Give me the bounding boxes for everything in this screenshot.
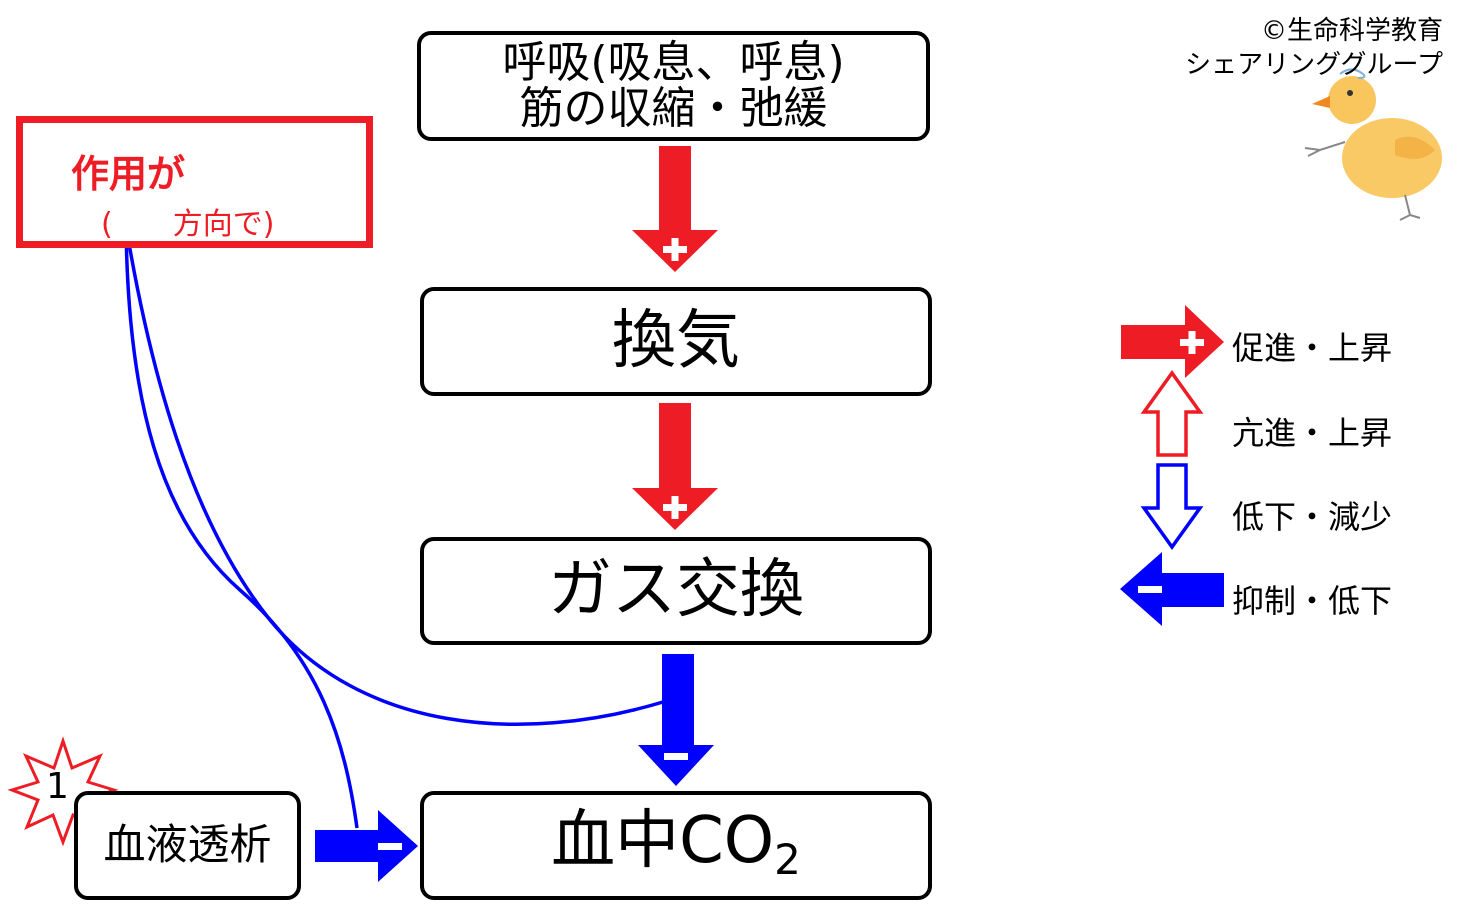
ventilation-label: 換気 xyxy=(612,303,740,378)
effect-direction-box: 作用が ( 方向で) xyxy=(16,116,373,248)
legend-label-decrease: 低下・減少 xyxy=(1232,498,1393,536)
blood-co2-box: 血中CO2 xyxy=(420,791,932,900)
chick-mascot-icon xyxy=(1304,68,1442,221)
dialysis-label: 血液透析 xyxy=(103,820,272,870)
feedback-curve-dialysis xyxy=(124,225,359,829)
promote-arrow-1 xyxy=(632,146,718,272)
red-filled-right-arrow-plus-icon xyxy=(1121,305,1224,378)
ventilation-box: 換気 xyxy=(420,287,932,396)
blue-outline-down-arrow-icon xyxy=(1140,463,1204,551)
copyright-line2: シェアリンググループ xyxy=(1185,50,1443,80)
gas-exchange-box: ガス交換 xyxy=(420,537,932,645)
legend-label-promote: 促進・上昇 xyxy=(1232,329,1393,367)
respiration-line1: 呼吸(吸息、呼息) xyxy=(502,36,845,88)
respiration-box: 呼吸(吸息、呼息) 筋の収縮・弛緩 xyxy=(417,31,930,141)
marker-number: 1 xyxy=(46,766,69,807)
blood-co2-subscript: 2 xyxy=(774,835,801,885)
copyright-line1: ©生命科学教育 xyxy=(1260,16,1443,46)
blood-co2-main: 血中CO xyxy=(551,804,775,879)
gas-exchange-label: ガス交換 xyxy=(548,553,804,628)
suppress-arrow-gas-exchange xyxy=(638,654,714,786)
blood-co2-label: 血中CO2 xyxy=(551,808,801,882)
suppress-arrow-dialysis xyxy=(315,810,418,882)
blue-filled-left-arrow-minus-icon xyxy=(1120,552,1224,626)
red-outline-up-arrow-icon xyxy=(1140,369,1204,457)
promote-arrow-2 xyxy=(632,403,718,530)
effect-subtitle: ( 方向で) xyxy=(101,207,275,242)
legend-label-enhance: 亢進・上昇 xyxy=(1232,414,1393,452)
respiration-line2: 筋の収縮・弛緩 xyxy=(519,83,828,134)
dialysis-box: 血液透析 xyxy=(74,791,301,900)
legend-label-suppress: 抑制・低下 xyxy=(1232,582,1393,620)
effect-title: 作用が xyxy=(71,152,186,196)
